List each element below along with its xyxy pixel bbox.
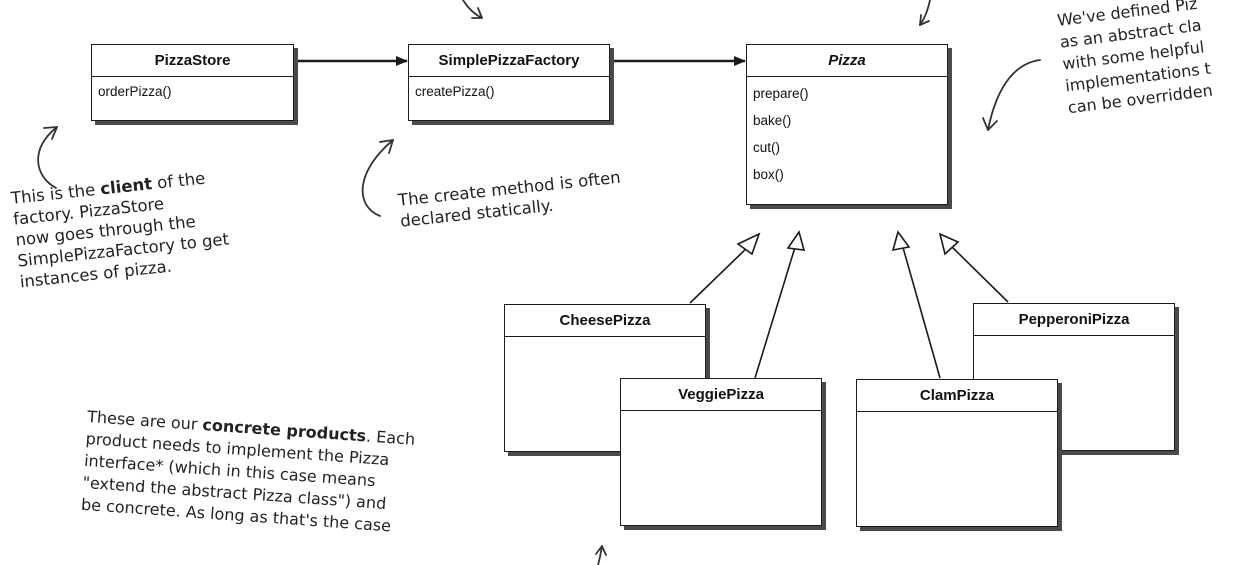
class-name-pizza: Pizza: [747, 45, 947, 77]
pizzastore-class: PizzaStore orderPizza(): [91, 44, 294, 121]
class-name-simplepizzafactory: SimplePizzaFactory: [409, 45, 609, 77]
simplepizzafactory-methods: createPizza(): [409, 77, 609, 107]
abstract-pizza-note: We've defined Piz as an abstract cla wit…: [1056, 0, 1215, 119]
pointer-arrow-client: [37, 126, 58, 189]
pointer-arrow-abstract: [982, 59, 1041, 131]
class-name-clampizza: ClamPizza: [857, 380, 1057, 412]
client-note: This is the client of the factory. Pizza…: [10, 166, 232, 293]
clam-inherits-pizza: [891, 230, 941, 379]
concrete-products-note: These are our concrete products. Each pr…: [80, 406, 415, 539]
method-createpizza: createPizza(): [415, 84, 495, 99]
method-cut: cut(): [753, 140, 780, 155]
pointer-arrow-create: [361, 139, 394, 217]
method-prepare: prepare(): [753, 86, 809, 101]
pointer-arrow-top-right: [919, 0, 931, 26]
simplepizzafactory-class: SimplePizzaFactory createPizza(): [408, 44, 610, 121]
veggie-inherits-pizza: [754, 230, 806, 379]
class-name-cheesepizza: CheesePizza: [505, 305, 705, 337]
pizza-abstract-class: Pizza prepare() bake() cut() box(): [746, 44, 948, 205]
method-box: box(): [753, 167, 784, 182]
method-orderpizza: orderPizza(): [98, 84, 172, 99]
pointer-arrow-concrete: [595, 545, 607, 565]
clampizza-class: ClamPizza: [856, 379, 1058, 527]
concrete-note-text: . Each: [365, 426, 416, 449]
class-name-pizzastore: PizzaStore: [92, 45, 293, 77]
method-bake: bake(): [753, 113, 792, 128]
pointer-arrow-top-left: [462, 0, 483, 19]
cheese-inherits-pizza: [689, 232, 761, 304]
class-name-veggiepizza: VeggiePizza: [621, 379, 821, 411]
pizza-methods: prepare() bake() cut() box(): [747, 77, 947, 194]
pepperoni-inherits-pizza: [938, 232, 1009, 303]
class-name-pepperonipizza: PepperoniPizza: [974, 304, 1174, 336]
veggiepizza-class: VeggiePizza: [620, 378, 822, 526]
pizzastore-methods: orderPizza(): [92, 77, 293, 107]
